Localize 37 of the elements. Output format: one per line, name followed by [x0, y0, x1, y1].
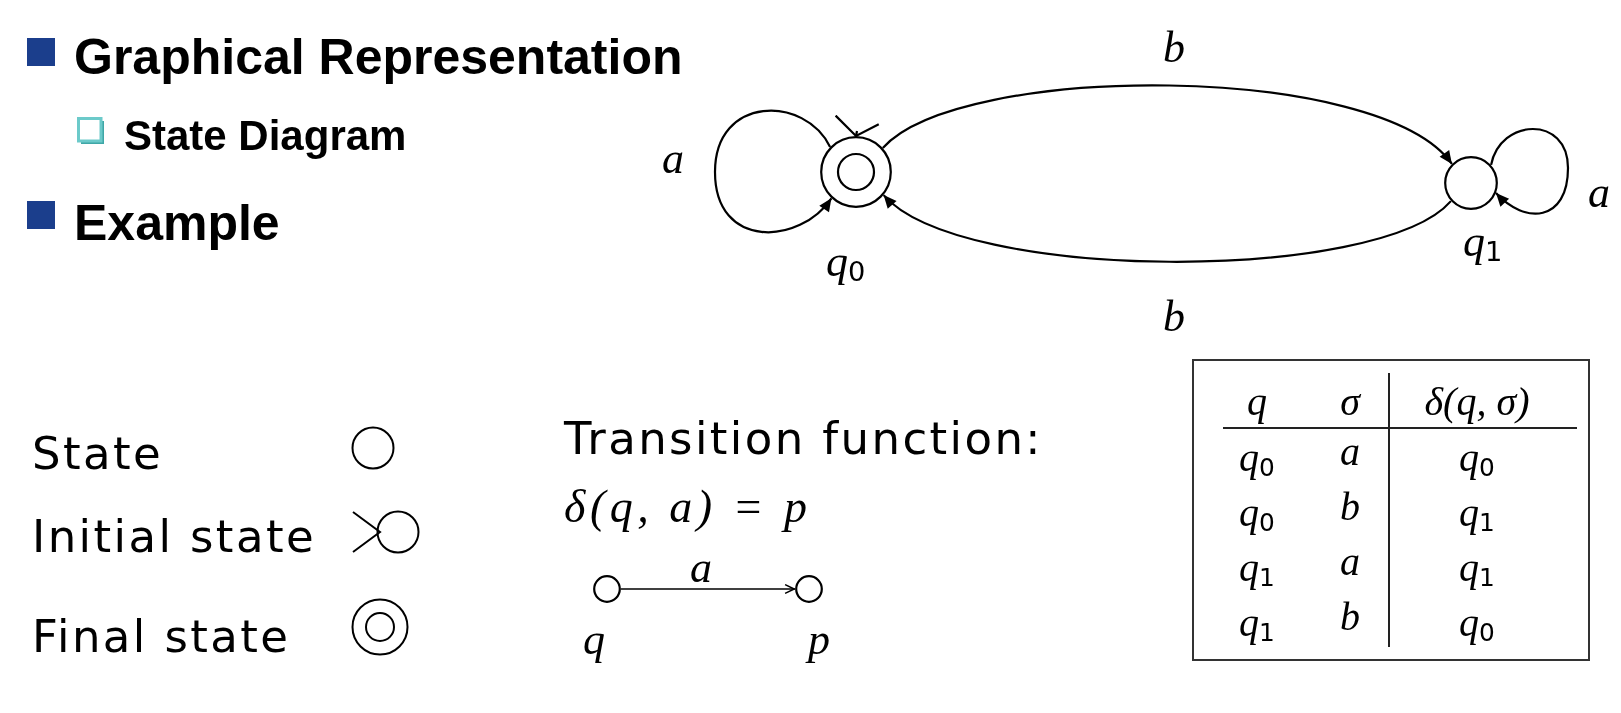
- self-loop-arrow: [1490, 127, 1570, 215]
- state-label: q: [583, 614, 605, 665]
- table-entry: q$_{1}$: [1459, 544, 1495, 591]
- legend-label: Initial state: [32, 510, 317, 563]
- edge-label: a: [690, 542, 712, 593]
- column-header: σ: [1340, 378, 1360, 425]
- legend-label: State: [32, 427, 164, 480]
- state-label: q$_{0}$: [826, 236, 866, 287]
- table-entry: q$_{1}$: [1239, 544, 1275, 591]
- table-entry: a: [1340, 428, 1360, 475]
- table-entry: b: [1340, 593, 1360, 640]
- transition-arrow: [882, 84, 1453, 165]
- legend-label: Final state: [32, 610, 291, 663]
- transition-arrow: [620, 583, 796, 595]
- table-entry: q$_{0}$: [1459, 434, 1495, 481]
- table-entry: a: [1340, 538, 1360, 585]
- bullet-text: Graphical Representation: [74, 28, 683, 86]
- bullet-text: Example: [74, 194, 280, 252]
- edge-label: b: [1163, 22, 1185, 73]
- edge-label: a: [662, 133, 684, 184]
- transition-arrow: [882, 194, 1452, 263]
- formula: δ(q, a) = p: [564, 480, 812, 533]
- edge-label: a: [1588, 167, 1610, 218]
- self-loop-arrow: [713, 109, 833, 234]
- table-entry: b: [1340, 483, 1360, 530]
- start-arrow: [834, 114, 880, 138]
- column-header: q: [1247, 378, 1267, 425]
- definition-text: Transition function:: [564, 412, 1043, 465]
- table-entry: q$_{0}$: [1459, 599, 1495, 646]
- table-entry: q$_{0}$: [1239, 434, 1275, 481]
- table-entry: q$_{0}$: [1239, 489, 1275, 536]
- column-header: δ(q, σ): [1424, 378, 1530, 425]
- state-label: q$_{1}$: [1463, 216, 1503, 267]
- table-entry: q$_{1}$: [1239, 599, 1275, 646]
- sub-bullet-text: State Diagram: [124, 112, 407, 160]
- edge-label: b: [1163, 291, 1185, 342]
- table-entry: q$_{1}$: [1459, 489, 1495, 536]
